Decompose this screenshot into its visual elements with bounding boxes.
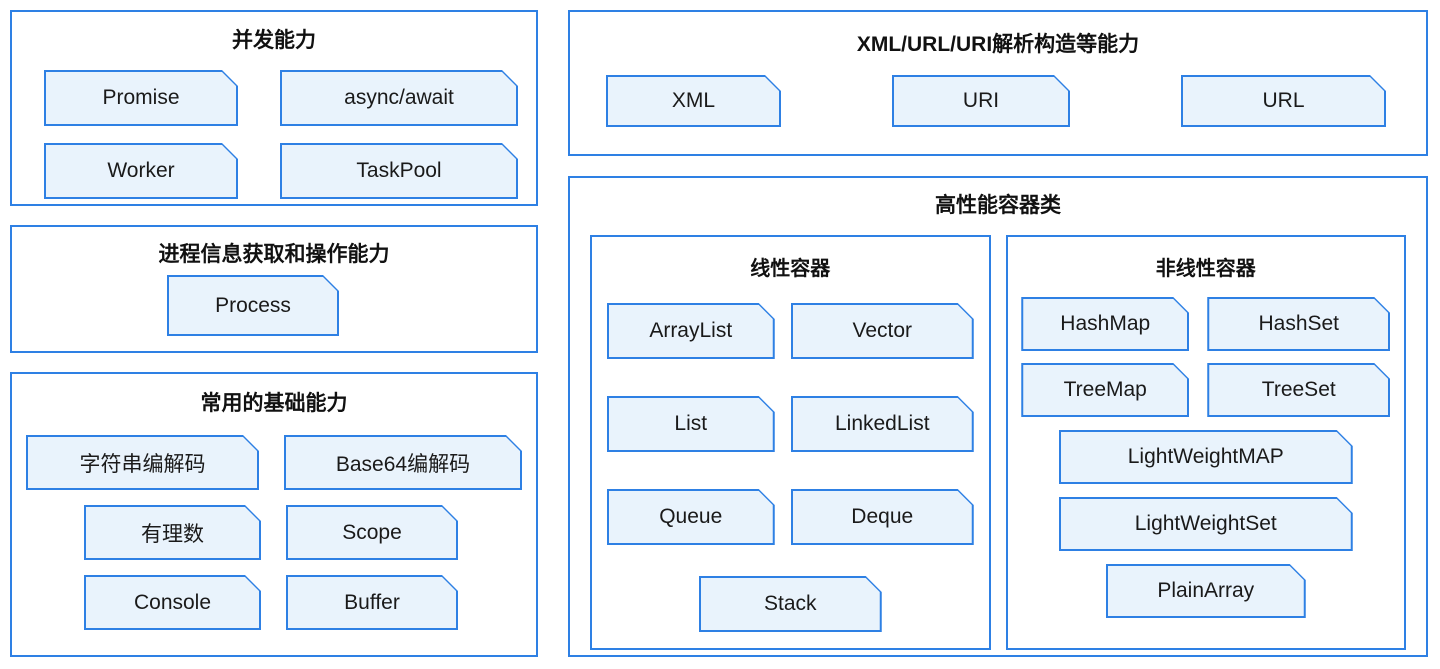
chip-xml-label: XML [671, 89, 716, 112]
chip-treeset: TreeSet [1207, 363, 1390, 417]
chip-lightweightset-label: LightWeightSet [1134, 512, 1277, 535]
chip-async-await: async/await [280, 70, 518, 126]
subpanel-nonlinear-title: 非线性容器 [1155, 258, 1256, 280]
panel-basics-row-2: 有理数 Scope [84, 505, 536, 560]
chip-taskpool-label: TaskPool [356, 159, 442, 182]
chip-scope-label: Scope [342, 520, 402, 544]
chip-deque: Deque [791, 489, 974, 545]
panel-concurrency-items: Promise async/await Worker TaskPool [44, 70, 536, 199]
chip-vector: Vector [791, 303, 974, 359]
chip-worker-label: Worker [107, 159, 175, 182]
chip-linkedlist: LinkedList [791, 396, 974, 452]
chip-rational-number-label: 有理数 [141, 522, 204, 546]
chip-arraylist-label: ArrayList [649, 319, 733, 342]
chip-promise-label: Promise [102, 86, 180, 109]
chip-buffer-label: Buffer [344, 590, 400, 614]
chip-arraylist: ArrayList [607, 303, 775, 359]
chip-console-label: Console [133, 590, 212, 614]
chip-buffer: Buffer [286, 575, 458, 630]
chip-vector-label: Vector [852, 319, 913, 342]
chip-stack-label: Stack [763, 592, 817, 615]
subpanel-nonlinear-items: HashMap HashSet TreeMap TreeSet [1008, 297, 1405, 417]
panel-xml-url-uri: XML/URL/URI解析构造等能力 XML URI URL [568, 10, 1428, 156]
panel-basics: 常用的基础能力 字符串编解码 Base64编解码 有理数 Scope Conso… [10, 372, 538, 657]
chip-console: Console [84, 575, 261, 630]
chip-hashmap: HashMap [1021, 297, 1189, 351]
subpanel-nonlinear-containers: 非线性容器 HashMap HashSet TreeMap TreeSet Li… [1005, 235, 1406, 650]
subpanel-linear-title: 线性容器 [750, 258, 831, 280]
chip-treemap-label: TreeMap [1063, 378, 1147, 401]
chip-deque-label: Deque [851, 505, 914, 528]
panel-basics-row-1: 字符串编解码 Base64编解码 [26, 435, 536, 490]
chip-list: List [607, 396, 775, 452]
chip-linkedlist-label: LinkedList [834, 412, 930, 435]
subpanel-linear-containers: 线性容器 ArrayList Vector List LinkedList Qu… [590, 235, 991, 650]
chip-uri: URI [892, 75, 1070, 127]
chip-queue: Queue [607, 489, 775, 545]
chip-rational-number: 有理数 [84, 505, 261, 560]
panel-containers-body: 线性容器 ArrayList Vector List LinkedList Qu… [570, 235, 1426, 650]
chip-process: Process [167, 275, 339, 336]
chip-lightweightmap-label: LightWeightMAP [1127, 445, 1284, 468]
chip-promise: Promise [44, 70, 238, 126]
chip-process-label: Process [215, 293, 291, 317]
chip-lightweightmap: LightWeightMAP [1059, 430, 1353, 484]
chip-base64-codec-label: Base64编解码 [335, 452, 471, 476]
chip-taskpool: TaskPool [280, 143, 518, 199]
chip-string-codec-label: 字符串编解码 [79, 452, 206, 476]
subpanel-linear-items: ArrayList Vector List LinkedList Queue D… [592, 303, 989, 545]
panel-xml-url-uri-title: XML/URL/URI解析构造等能力 [856, 33, 1140, 56]
chip-treemap: TreeMap [1021, 363, 1189, 417]
panel-concurrency: 并发能力 Promise async/await Worker TaskPool [10, 10, 538, 206]
chip-url: URL [1181, 75, 1386, 127]
panel-xml-url-uri-items: XML URI URL [570, 75, 1426, 127]
chip-scope: Scope [286, 505, 458, 560]
chip-base64-codec: Base64编解码 [284, 435, 522, 490]
chip-hashmap-label: HashMap [1060, 312, 1151, 335]
panel-containers: 高性能容器类 线性容器 ArrayList Vector List Linked… [568, 176, 1428, 657]
panel-process: 进程信息获取和操作能力 Process [10, 225, 538, 353]
chip-string-codec: 字符串编解码 [26, 435, 259, 490]
panel-basics-row-3: Console Buffer [84, 575, 536, 630]
chip-treeset-label: TreeSet [1261, 378, 1336, 401]
panel-containers-title: 高性能容器类 [935, 194, 1061, 217]
chip-lightweightset: LightWeightSet [1059, 497, 1353, 551]
chip-hashset: HashSet [1207, 297, 1390, 351]
chip-url-label: URL [1262, 89, 1305, 112]
panel-concurrency-title: 并发能力 [232, 29, 316, 52]
chip-uri-label: URI [962, 89, 1000, 112]
chip-plainarray-label: PlainArray [1157, 579, 1255, 602]
chip-plainarray: PlainArray [1106, 564, 1306, 618]
chip-hashset-label: HashSet [1258, 312, 1340, 335]
panel-process-title: 进程信息获取和操作能力 [158, 243, 390, 266]
chip-list-label: List [674, 412, 708, 435]
chip-worker: Worker [44, 143, 238, 199]
chip-xml: XML [606, 75, 781, 127]
chip-stack: Stack [699, 576, 882, 632]
panel-basics-title: 常用的基础能力 [200, 392, 348, 415]
chip-queue-label: Queue [659, 505, 723, 528]
chip-async-await-label: async/await [344, 86, 454, 109]
